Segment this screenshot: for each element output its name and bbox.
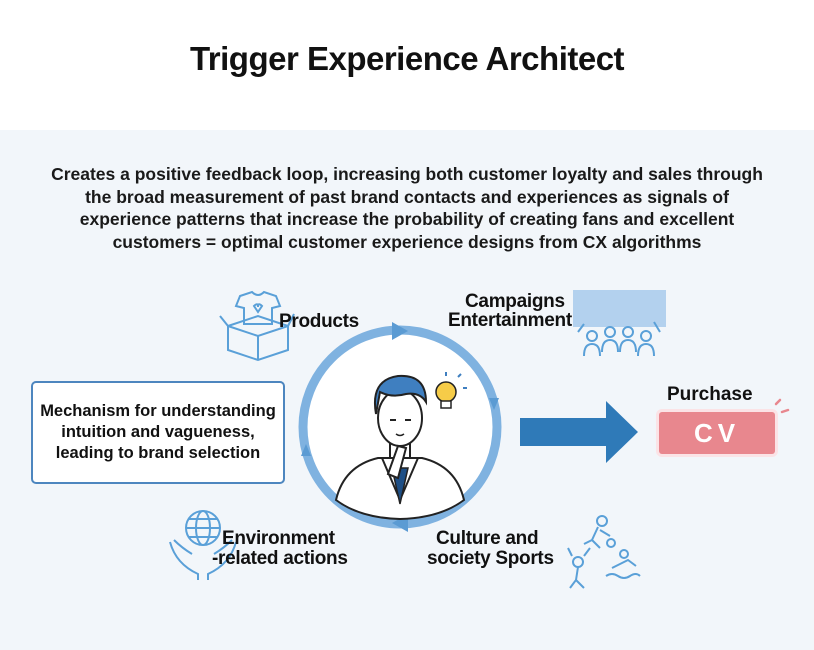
arrow-to-purchase <box>520 401 638 463</box>
label-culture-line2: society Sports <box>427 548 554 569</box>
tshirt-box-icon <box>219 290 295 362</box>
thinking-man-icon <box>334 374 466 521</box>
mechanism-line1: Mechanism for understanding <box>40 402 276 420</box>
label-environment-line2: -related actions <box>212 548 348 569</box>
label-culture-line1: Culture and <box>436 528 539 549</box>
ring-arrow-left <box>301 444 311 456</box>
cv-badge: CV <box>659 412 775 454</box>
sparkle-marks <box>774 398 790 414</box>
audience-screen-icon <box>573 290 666 357</box>
ring-arrow-top <box>392 322 408 340</box>
label-environment-line1: Environment <box>222 528 335 549</box>
description-text: Creates a positive feedback loop, increa… <box>51 164 763 252</box>
mechanism-line3: leading to brand selection <box>55 444 261 462</box>
mechanism-line2: intuition and vagueness, <box>61 423 255 441</box>
mechanism-text: Mechanism for understanding intuition an… <box>40 401 276 464</box>
label-campaigns: Campaigns <box>465 291 565 312</box>
purchase-label: Purchase <box>667 384 753 405</box>
sports-icon <box>567 515 641 589</box>
mechanism-box: Mechanism for understanding intuition an… <box>31 381 285 484</box>
globe-hands-icon <box>169 510 237 580</box>
ring-arrow-right <box>489 398 499 410</box>
lightbulb-icon <box>435 372 467 409</box>
label-products: Products <box>279 311 359 332</box>
label-entertainment: Entertainment <box>448 310 572 331</box>
page-title: Trigger Experience Architect <box>189 40 625 77</box>
